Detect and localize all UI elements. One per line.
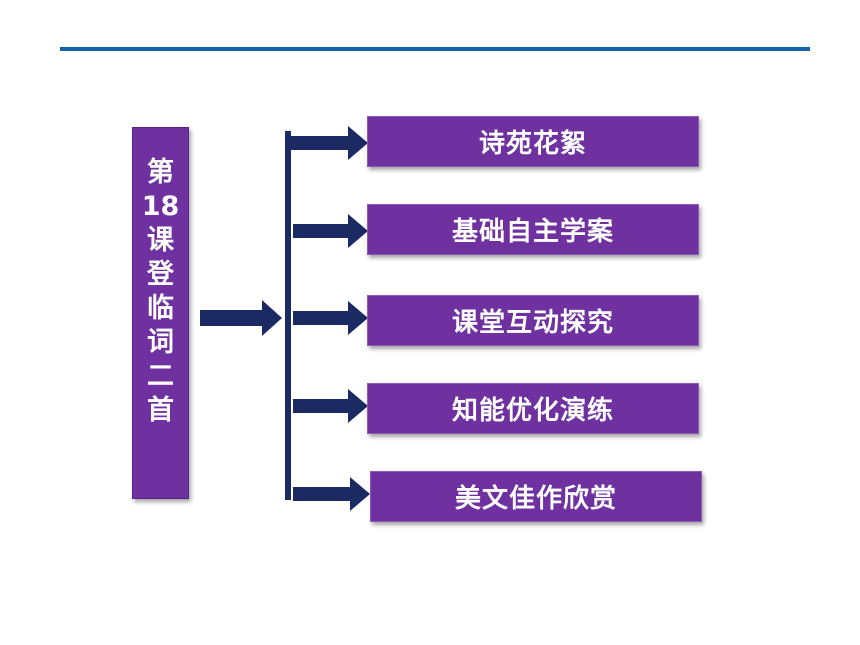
main-arrow-icon [200, 300, 282, 336]
branch-arrow-icon-2 [293, 214, 368, 248]
title-char-7: 二 [147, 361, 174, 392]
branch-arrow-icon-1 [288, 126, 368, 160]
branch-arrow-icon-4 [293, 389, 368, 423]
title-char-3: 课 [147, 225, 174, 256]
title-char-1: 第 [147, 157, 174, 188]
title-char-6: 词 [147, 327, 174, 358]
menu-item-2[interactable]: 基础自主学案 [367, 204, 699, 255]
title-char-5: 临 [147, 293, 174, 324]
menu-item-1[interactable]: 诗苑花絮 [367, 116, 699, 167]
branch-arrow-icon-3 [293, 301, 368, 335]
menu-item-4[interactable]: 知能优化演练 [367, 383, 699, 434]
title-char-2: 18 [141, 191, 180, 222]
lesson-title-box[interactable]: 第 18 课 登 临 词 二 首 [132, 127, 189, 499]
title-char-4: 登 [147, 259, 174, 290]
bracket-bar [285, 131, 291, 500]
title-char-8: 首 [147, 395, 174, 426]
menu-item-3[interactable]: 课堂互动探究 [367, 295, 699, 346]
menu-item-5[interactable]: 美文佳作欣赏 [370, 471, 702, 522]
top-divider-line [60, 47, 810, 51]
branch-arrow-icon-5 [293, 477, 370, 511]
